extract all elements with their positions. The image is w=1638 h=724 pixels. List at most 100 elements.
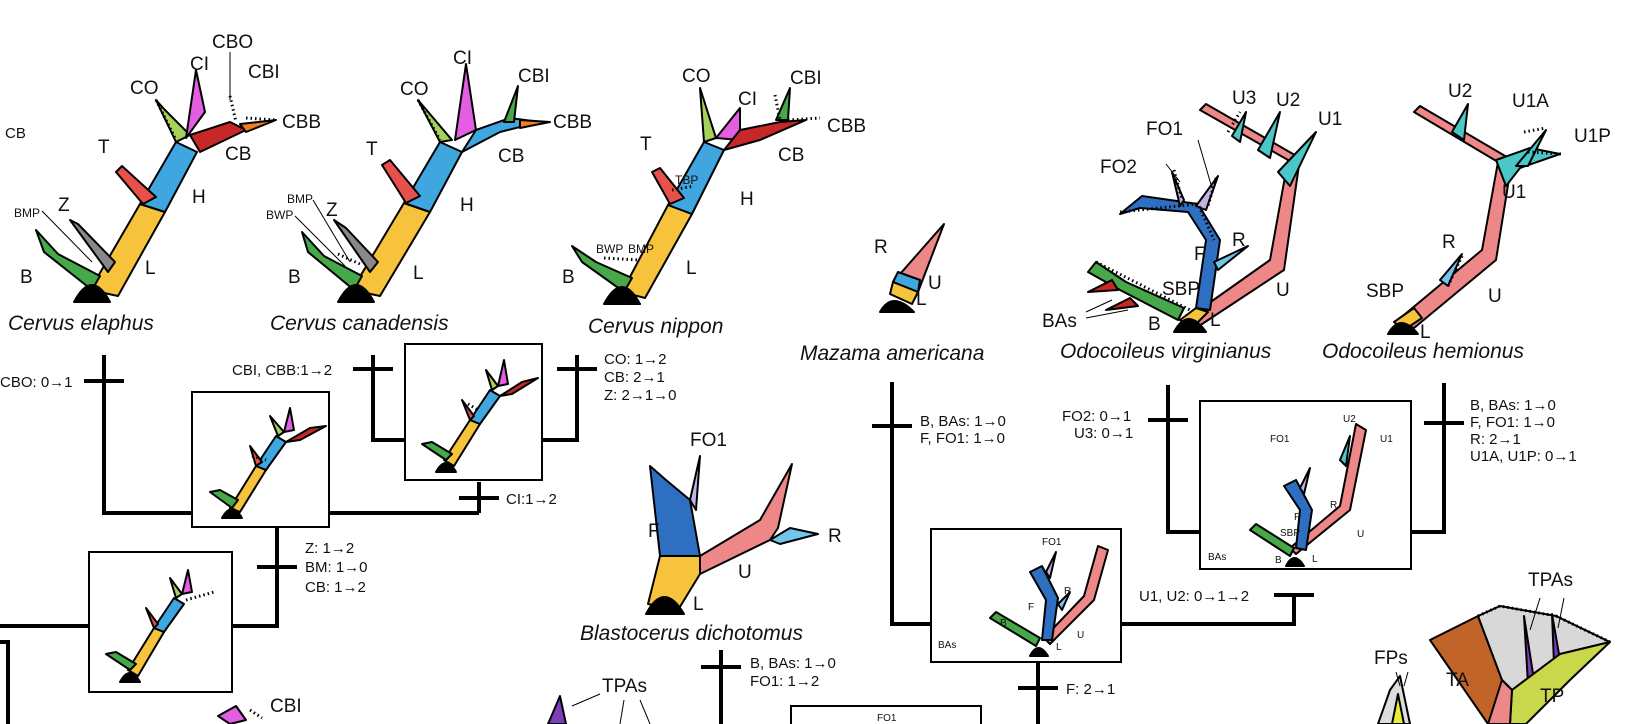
species-odocoileus-hemionus: Odocoileus hemionus — [1322, 340, 1524, 363]
tine-label-fps: FPs — [1374, 648, 1408, 669]
tine-label-l: L — [1056, 642, 1062, 653]
tine-label-bwp: BWP — [266, 208, 293, 222]
tine-label-tp: TP — [1540, 686, 1564, 707]
tine-label-t: T — [366, 139, 378, 160]
tine-label-cbi: CBI — [270, 696, 302, 717]
tine-label-cb: CB — [225, 144, 251, 165]
tine-label-co: CO — [682, 66, 711, 87]
tine-label-sbp: SBP — [1366, 281, 1404, 302]
tine-label-fo1: FO1 — [1042, 537, 1062, 548]
tine-label-cbo: CBO — [212, 32, 253, 53]
tine-label-u: U — [1077, 630, 1084, 641]
tine-label-f: F — [1028, 602, 1034, 613]
tine-label-r: R — [828, 526, 842, 547]
tine-label-b: B — [1148, 314, 1161, 335]
node-box-cervus-3 — [88, 551, 233, 693]
tine-label-fo1: FO1 — [877, 713, 897, 724]
change-label-cbo: CBO: 0→1 — [0, 374, 73, 391]
change-label-mazama-1: B, BAs: 1→0 — [920, 413, 1006, 430]
change-label-cbi-cbb: CBI, CBB:1→2 — [232, 362, 332, 379]
tine-label-ci: CI — [738, 89, 757, 110]
tine-label-b: B — [1275, 555, 1282, 566]
tine-label-u1: U1 — [1502, 182, 1526, 203]
tine-label-bmp: BMP — [628, 242, 654, 256]
tine-label-u: U — [1276, 280, 1290, 301]
tine-label-u1a: U1A — [1512, 91, 1549, 112]
tine-label-cb: CB — [498, 146, 524, 167]
tine-label-u: U — [1488, 286, 1502, 307]
species-odocoileus-virginianus: Odocoileus virginianus — [1060, 340, 1272, 363]
tine-label-u2: U2 — [1448, 81, 1472, 102]
tine-label-cbb: CBB — [553, 112, 592, 133]
tine-label-sbp: SBP — [1280, 528, 1300, 539]
change-label-virg-2: U3: 0→1 — [1074, 425, 1133, 442]
tine-label-cbb: CBB — [827, 116, 866, 137]
bottom-node-box — [790, 705, 982, 724]
tine-label-co: CO — [130, 78, 159, 99]
tine-label-sbp: SBP — [1162, 279, 1200, 300]
antler-cervus-elaphus: CB CBO CI CBI CO CBB CB T H Z BMP B L Ce… — [5, 32, 321, 335]
tine-label-b: B — [562, 267, 575, 288]
node-box-odocoileus: U2 U1 FO1 R F SBP U BAs B L — [1199, 400, 1412, 570]
tine-label-l: L — [916, 289, 927, 310]
tine-label-l: L — [1210, 310, 1221, 331]
tine-label-ci: CI — [453, 48, 472, 69]
tine-label-u2: U2 — [1276, 90, 1300, 111]
tine-label-cbb: CBB — [282, 112, 321, 133]
node-box-cervus-2 — [404, 343, 543, 481]
tine-label-bas: BAs — [1042, 311, 1077, 332]
tine-label-bas: BAs — [938, 640, 956, 651]
character-changes: CBO: 0→1 CBI, CBB:1→2 CO: 1→2 CB: 2→1 Z:… — [0, 351, 1577, 698]
phylogeny-tree — [0, 355, 1464, 724]
tine-label-l: L — [413, 263, 424, 284]
tine-label-b: B — [20, 267, 33, 288]
change-label-ci: CI:1→2 — [506, 491, 557, 508]
tine-label-f: F — [1194, 244, 1206, 265]
change-label-hem-3: R: 2→1 — [1470, 431, 1521, 448]
tine-label-u1: U1 — [1318, 109, 1342, 130]
tine-label-fo1: FO1 — [1146, 119, 1183, 140]
tine-label-h: H — [460, 195, 474, 216]
change-label-nippon-3: Z: 2→1→0 — [604, 387, 677, 404]
tine-label-bas: BAs — [1208, 552, 1226, 563]
antler-cervus-canadensis: CI CBI CO CBB CB T H Z BMP BWP B L Cervu… — [266, 48, 592, 335]
tine-label-tbp: TBP — [675, 173, 698, 187]
tine-label-cbi: CBI — [248, 62, 280, 83]
bottom-middle-partial-antler: TPAs FO1 — [547, 676, 897, 724]
tine-label-cbi: CBI — [790, 68, 822, 89]
change-label-hem-1: B, BAs: 1→0 — [1470, 397, 1556, 414]
antler-blastocerus-dichotomus: FO1 F R U L Blastocerus dichotomus — [580, 430, 842, 645]
bottom-left-partial-antler: CBI — [217, 696, 302, 724]
change-label-blast-1: B, BAs: 1→0 — [750, 655, 836, 672]
tine-label-r: R — [1442, 232, 1456, 253]
species-mazama-americana: Mazama americana — [800, 342, 984, 365]
tine-label-fo1: FO1 — [690, 430, 727, 451]
antler-cervus-nippon: CO CI CBI CBB CB T TBP H BWP BMP B L Cer… — [562, 66, 866, 338]
tine-label-r: R — [1232, 230, 1246, 251]
tine-label-r: R — [1330, 500, 1337, 511]
tine-label-f: F — [648, 521, 660, 542]
tine-label-u1: U1 — [1380, 434, 1393, 445]
tine-label-f: F — [1294, 512, 1300, 523]
change-label-blast-2: FO1: 1→2 — [750, 673, 819, 690]
tine-label-r: R — [1064, 586, 1071, 597]
tine-label-l: L — [686, 258, 697, 279]
tine-label-l: L — [1312, 554, 1318, 565]
change-label-u1u2: U1, U2: 0→1→2 — [1139, 588, 1249, 605]
node-box-odocoileini: FO1 R F B BAs L U — [930, 528, 1122, 663]
tine-label-u: U — [928, 273, 942, 294]
change-label-hem-4: U1A, U1P: 0→1 — [1470, 448, 1577, 465]
tine-label-u1p: U1P — [1574, 126, 1611, 147]
change-label-f: F: 2→1 — [1066, 681, 1115, 698]
tine-label-h: H — [192, 187, 206, 208]
tine-label-u2: U2 — [1343, 414, 1356, 425]
tine-label-r: R — [874, 237, 888, 258]
tine-label-z: Z — [58, 195, 70, 216]
tine-label-t: T — [640, 134, 652, 155]
tine-label-u: U — [738, 562, 752, 583]
antler-odocoileus-virginianus: U3 U2 U1 FO1 FO2 R F SBP U BAs B L Odoco… — [1042, 88, 1342, 363]
tine-label-b: B — [1000, 618, 1007, 629]
tine-label-cbi: CBI — [518, 66, 550, 87]
